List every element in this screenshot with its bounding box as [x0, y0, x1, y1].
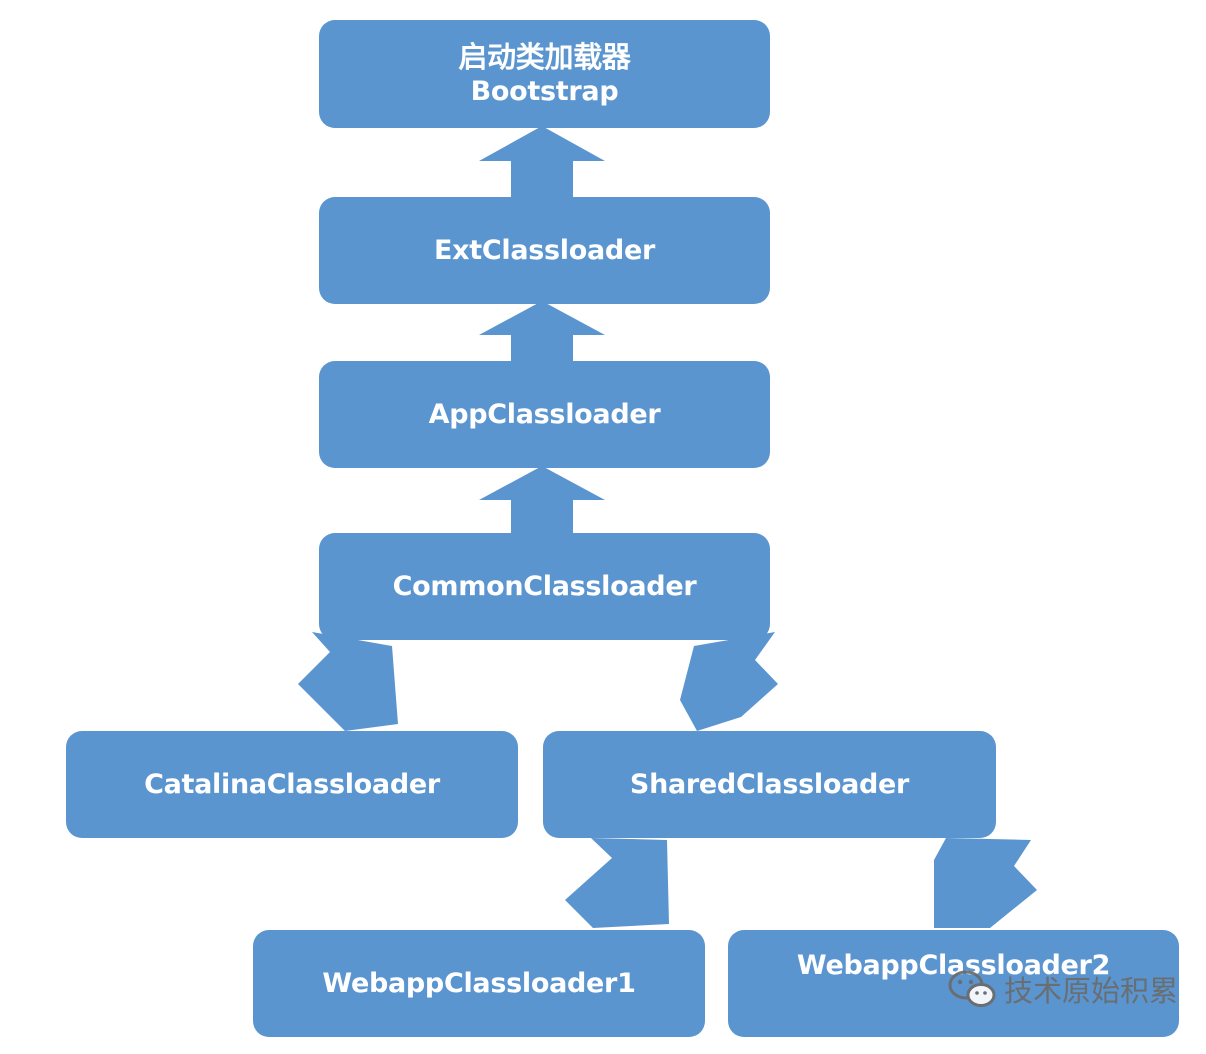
- node-shared-classloader: SharedClassloader: [543, 731, 996, 838]
- arrow-webapp1-to-shared: [565, 838, 669, 928]
- node-shared-label: SharedClassloader: [629, 768, 910, 800]
- arrow-ext-to-bootstrap: [479, 126, 605, 197]
- watermark: 技术原始积累: [948, 968, 1178, 1010]
- arrow-app-to-ext: [479, 301, 605, 361]
- node-common-label: CommonClassloader: [392, 570, 697, 602]
- arrow-catalina-to-common: [298, 632, 398, 731]
- wechat-icon: [948, 970, 996, 1007]
- arrow-shared-to-common: [680, 632, 778, 731]
- node-app-classloader: AppClassloader: [319, 361, 770, 468]
- arrow-webapp2-to-shared: [934, 838, 1037, 928]
- node-ext-classloader: ExtClassloader: [319, 197, 770, 304]
- node-bootstrap-chinese-label: 启动类加载器: [458, 40, 631, 74]
- node-common-classloader: CommonClassloader: [319, 533, 770, 640]
- node-webapp1-label: WebappClassloader1: [322, 967, 636, 999]
- node-catalina-classloader: CatalinaClassloader: [66, 731, 518, 838]
- node-ext-label: ExtClassloader: [434, 234, 655, 266]
- node-app-label: AppClassloader: [428, 398, 661, 430]
- arrow-common-to-app: [479, 466, 605, 533]
- node-bootstrap: 启动类加载器 Bootstrap: [319, 20, 770, 128]
- node-catalina-label: CatalinaClassloader: [144, 768, 440, 800]
- watermark-text: 技术原始积累: [1004, 974, 1179, 1008]
- node-webapp-classloader-1: WebappClassloader1: [253, 930, 705, 1037]
- node-webapp-classloader-2: WebappClassloader2: [728, 930, 1179, 1037]
- node-bootstrap-label: Bootstrap: [470, 76, 619, 108]
